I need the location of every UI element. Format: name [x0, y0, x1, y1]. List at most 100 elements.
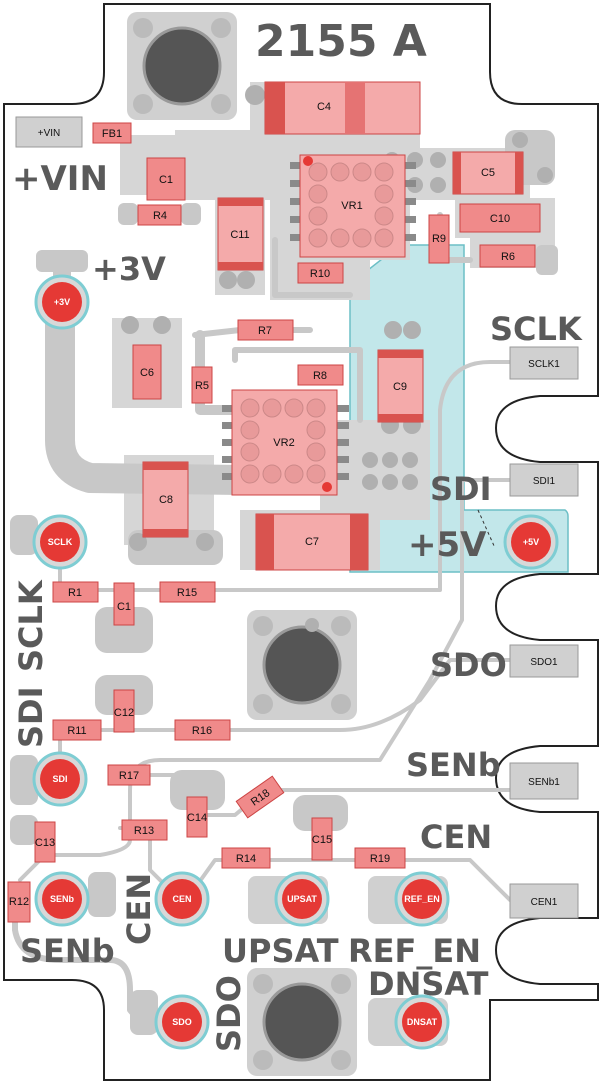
- part-r17: R17: [107, 764, 151, 786]
- part-r7: R7: [237, 319, 294, 341]
- svg-text:REF_EN: REF_EN: [404, 894, 440, 904]
- part-r16: R16: [174, 719, 231, 741]
- part-c10: C10: [459, 203, 541, 233]
- svg-text:C1: C1: [159, 174, 173, 186]
- svg-text:R11: R11: [67, 725, 86, 737]
- part-r8: R8: [297, 364, 344, 386]
- tp-senb: SENb: [34, 871, 90, 927]
- label-sdi-vertical: SDI: [12, 686, 50, 748]
- svg-text:SENb: SENb: [50, 894, 75, 904]
- label-sdi-right: SDI: [430, 470, 492, 508]
- pad-cen1: CEN1: [509, 883, 579, 919]
- part-r11: R11: [52, 719, 102, 741]
- label-ref-en: REF_EN: [348, 932, 481, 970]
- svg-text:C14: C14: [187, 812, 207, 824]
- svg-text:C11: C11: [230, 229, 249, 241]
- part-r15: R15: [159, 581, 216, 603]
- svg-text:C8: C8: [159, 494, 173, 506]
- svg-text:CEN: CEN: [172, 894, 191, 904]
- tp-sclk: SCLK: [32, 514, 88, 570]
- label-cen-right: CEN: [420, 818, 492, 856]
- connector-pads: +VIN SCLK1 SDI1 SDO1 SENb1 CEN1: [15, 116, 579, 919]
- part-c8: C8: [142, 461, 189, 538]
- svg-text:FB1: FB1: [102, 128, 122, 140]
- svg-text:SDI1: SDI1: [533, 476, 556, 487]
- part-c7: C7: [255, 513, 369, 571]
- mounting-hole-bottom: [247, 968, 357, 1076]
- svg-text:SDO1: SDO1: [530, 657, 558, 668]
- svg-text:SCLK1: SCLK1: [528, 359, 560, 370]
- mounting-hole-mid: [247, 610, 357, 720]
- svg-text:+VIN: +VIN: [38, 128, 61, 139]
- tp-3v: +3V: [34, 274, 90, 330]
- part-r1: R1: [52, 581, 99, 603]
- tp-5v: +5V: [503, 514, 559, 570]
- part-r14: R14: [221, 847, 271, 869]
- pad-sdi1: SDI1: [509, 463, 579, 497]
- label-senb-right: SENb: [406, 746, 501, 784]
- part-r4: R4: [137, 204, 182, 226]
- label-cen-vertical: CEN: [120, 873, 158, 945]
- svg-text:VR1: VR1: [341, 200, 362, 212]
- svg-text:+3V: +3V: [54, 297, 70, 307]
- tp-upsat: UPSAT: [248, 871, 330, 927]
- svg-text:SENb1: SENb1: [528, 777, 560, 788]
- svg-text:R7: R7: [258, 325, 272, 337]
- svg-text:R5: R5: [195, 380, 209, 392]
- part-r6: R6: [479, 244, 536, 268]
- tp-sdo: SDO: [154, 994, 210, 1050]
- tp-ref-en: REF_EN: [368, 871, 450, 927]
- label-senb-bottom: SENb: [20, 932, 115, 970]
- svg-text:SDI: SDI: [52, 774, 67, 784]
- svg-text:SDO: SDO: [172, 1017, 192, 1027]
- svg-text:R14: R14: [236, 853, 256, 865]
- svg-text:R1: R1: [68, 587, 82, 599]
- mounting-holes: [127, 12, 357, 1076]
- tp-cen: CEN: [154, 871, 210, 927]
- dashed-link: [477, 509, 496, 549]
- svg-text:C1: C1: [117, 601, 131, 613]
- svg-text:C15: C15: [312, 834, 332, 846]
- pad-sclk1: SCLK1: [509, 346, 579, 380]
- label-vin: +VIN: [12, 159, 108, 199]
- label-3v: +3V: [92, 250, 166, 288]
- svg-text:C13: C13: [35, 837, 55, 849]
- label-sdo-right: SDO: [430, 646, 507, 684]
- pad-senb1: SENb1: [509, 762, 579, 800]
- svg-text:UPSAT: UPSAT: [287, 894, 317, 904]
- svg-text:C9: C9: [393, 381, 407, 393]
- regulator-pins: [222, 162, 416, 480]
- svg-text:R19: R19: [370, 853, 390, 865]
- svg-text:R6: R6: [501, 251, 515, 263]
- pad-sdo1: SDO1: [509, 644, 579, 678]
- label-5v: +5V: [408, 525, 487, 565]
- part-r12: R12: [7, 881, 31, 923]
- svg-text:R8: R8: [313, 370, 327, 382]
- part-c5: C5: [452, 151, 524, 195]
- part-c1-mid: C1: [113, 582, 135, 626]
- svg-text:SCLK: SCLK: [48, 537, 73, 547]
- svg-text:R17: R17: [119, 770, 139, 782]
- part-vr2: VR2: [231, 389, 338, 496]
- svg-text:R13: R13: [134, 825, 154, 837]
- tp-sdi: SDI: [32, 751, 88, 807]
- svg-text:C10: C10: [490, 213, 510, 225]
- part-r13: R13: [121, 819, 168, 841]
- part-r18: R18: [235, 775, 285, 819]
- svg-text:R15: R15: [177, 587, 197, 599]
- svg-text:CEN1: CEN1: [531, 897, 558, 908]
- part-c4: C4: [264, 81, 421, 135]
- pad-vin: +VIN: [15, 116, 83, 148]
- svg-text:R4: R4: [153, 210, 167, 222]
- svg-text:C7: C7: [305, 536, 319, 548]
- tp-dnsat: DNSAT: [368, 994, 450, 1050]
- part-fb1: FB1: [92, 122, 132, 144]
- test-points: +3V +5V SCLK SDI SENb CEN UPSAT REF_EN S…: [32, 274, 559, 1050]
- components: FB1 C1 R4 C4 C5 C10 R9 R6 VR1 C11 R10 R7…: [7, 81, 541, 923]
- svg-text:C4: C4: [317, 101, 331, 113]
- label-sclk-vertical: SCLK: [12, 579, 50, 672]
- part-c14: C14: [186, 796, 208, 838]
- label-upsat: UPSAT: [222, 932, 339, 970]
- svg-text:+5V: +5V: [523, 537, 539, 547]
